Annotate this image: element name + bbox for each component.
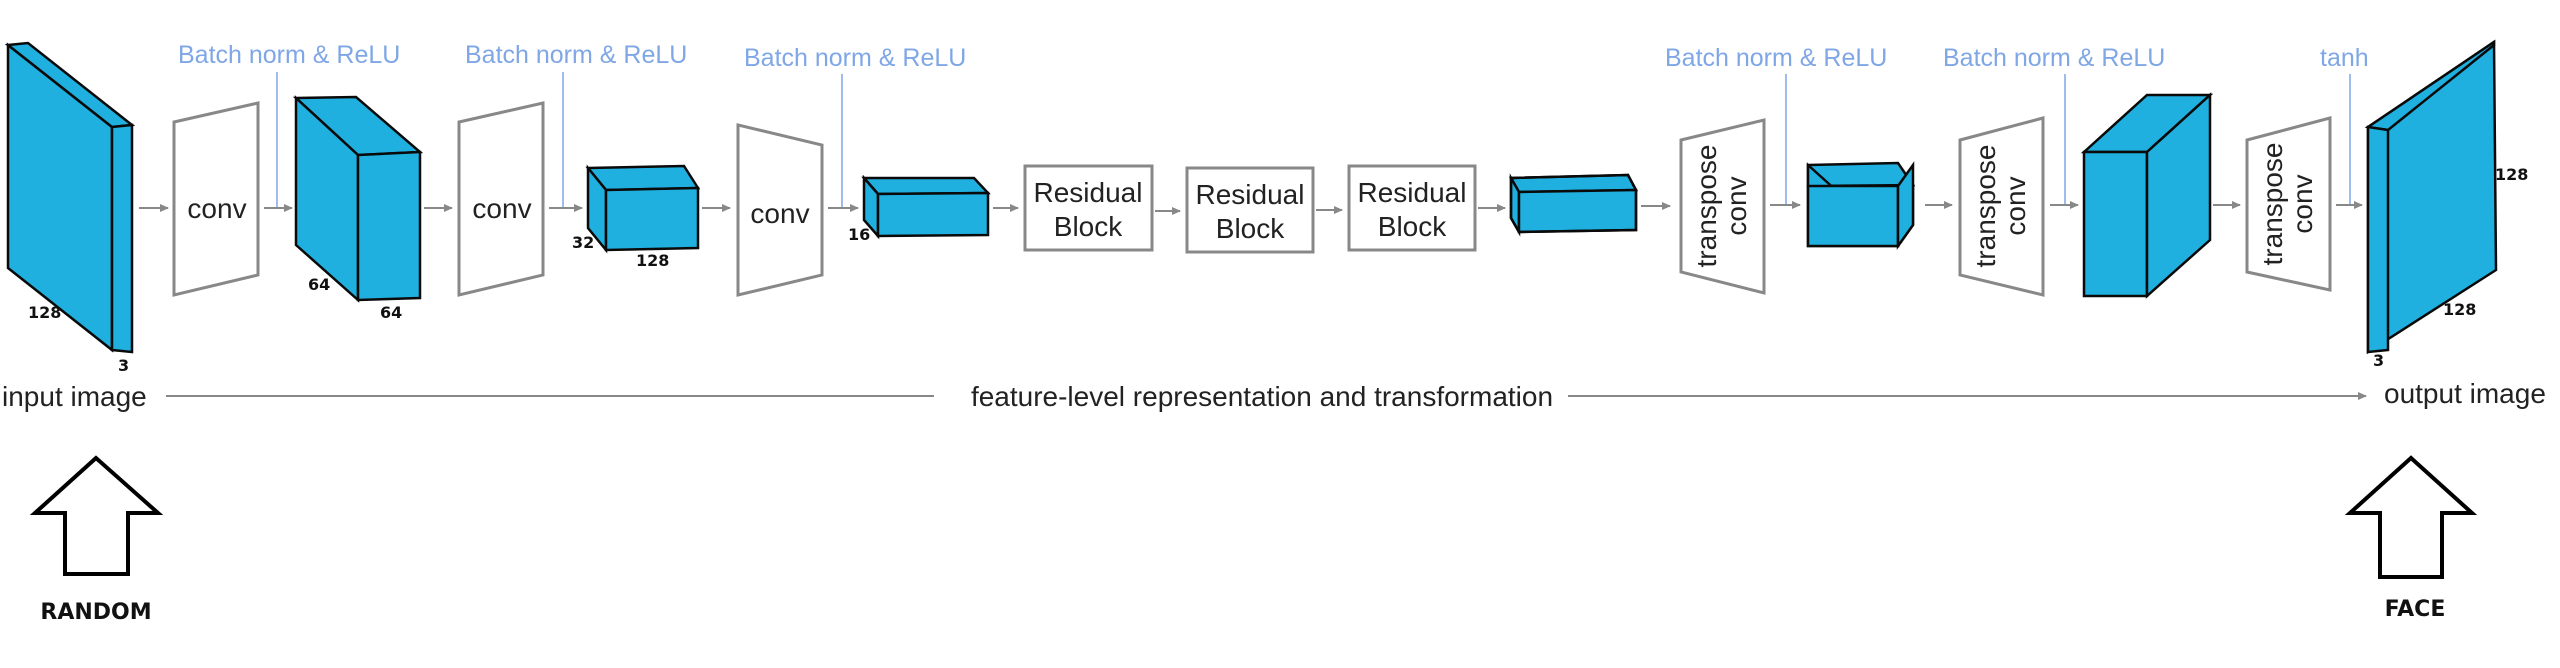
bn-relu-annotation-1: Batch norm & ReLU: [178, 41, 400, 69]
conv1-label: conv: [187, 193, 246, 224]
tanh-annotation: tanh: [2320, 44, 2369, 72]
transpose-conv1-block: [1679, 118, 1766, 295]
residual-block-3-line2: Block: [1378, 211, 1447, 242]
bn-relu-annotation-3: Batch norm & ReLU: [744, 44, 966, 72]
residual-block-2-line2: Block: [1216, 213, 1285, 244]
bn-relu-annotation-2: Batch norm & ReLU: [465, 41, 687, 69]
output-image-label: output image: [2384, 378, 2546, 409]
t1-dim-64-left: 64: [308, 275, 330, 294]
transpose-conv2-line1: transpose: [1970, 145, 2001, 268]
tensor-after-tconv1: [1806, 161, 1916, 250]
tensor-32x128: [585, 164, 701, 254]
tensor-16: [861, 174, 991, 240]
input-tensor: [4, 41, 136, 354]
transpose-conv3-block: [2245, 116, 2332, 292]
output-dim-128-bottom: 128: [2443, 300, 2476, 319]
bn-relu-annotation-5: Batch norm & ReLU: [1943, 44, 2165, 72]
residual-block-3-line1: Residual: [1358, 177, 1467, 208]
residual-block-2: [1185, 166, 1315, 254]
output-dim-3: 3: [2373, 351, 2384, 370]
feature-level-label: feature-level representation and transfo…: [971, 381, 1553, 412]
t3-dim-16: 16: [848, 225, 870, 244]
conv2-block: [457, 101, 545, 297]
transpose-conv2-line2: conv: [2000, 176, 2031, 235]
residual-block-1-line2: Block: [1054, 211, 1123, 242]
bn-relu-annotation-4: Batch norm & ReLU: [1665, 44, 1887, 72]
input-image-label: input image: [2, 381, 147, 412]
tensor-after-residual: [1508, 173, 1639, 237]
transpose-conv3-line2: conv: [2287, 174, 2318, 233]
conv3-label: conv: [750, 198, 809, 229]
conv3-block: [736, 123, 824, 297]
t1-dim-64-bottom: 64: [380, 303, 402, 322]
up-arrow-left-icon: [29, 455, 164, 576]
transpose-conv1-line2: conv: [1721, 176, 1752, 235]
transpose-conv2-block: [1958, 116, 2045, 297]
residual-block-1: [1023, 164, 1154, 252]
output-dim-128-right: 128: [2495, 165, 2528, 184]
t2-dim-128: 128: [636, 251, 669, 270]
conv2-label: conv: [472, 193, 531, 224]
input-dim-3: 3: [118, 356, 129, 375]
tensor-64x64: [292, 95, 424, 303]
t2-dim-32: 32: [572, 233, 594, 252]
tensor-after-tconv2: [2080, 92, 2214, 299]
transpose-conv1-line1: transpose: [1691, 145, 1722, 268]
residual-block-1-line1: Residual: [1034, 177, 1143, 208]
output-tensor: [2364, 39, 2498, 355]
up-arrow-right-icon: [2344, 455, 2478, 579]
transpose-conv3-line1: transpose: [2257, 143, 2288, 266]
conv1-block: [172, 101, 260, 297]
face-label: FACE: [2385, 597, 2446, 622]
residual-block-3: [1347, 164, 1477, 252]
random-label: RANDOM: [40, 600, 151, 625]
input-dim-128: 128: [28, 303, 61, 322]
residual-block-2-line1: Residual: [1196, 179, 1305, 210]
